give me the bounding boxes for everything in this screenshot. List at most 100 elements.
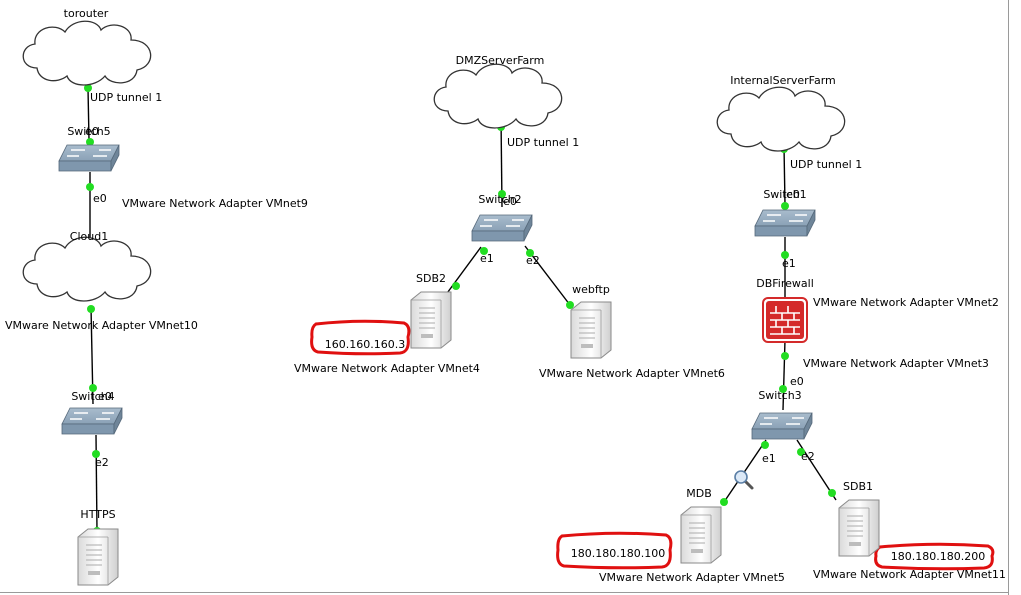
link-switch2-sdb2[interactable]	[441, 246, 482, 301]
cloud-icon	[716, 86, 846, 152]
ip-annotation-sdb2: 160.160.160.3	[310, 319, 411, 356]
node-label: Switch1	[763, 188, 806, 201]
port-label: e2	[526, 254, 540, 267]
port-dot	[566, 301, 574, 309]
port-dot	[526, 249, 534, 257]
node-dbfirewall[interactable]: DBFirewall	[756, 277, 814, 343]
cloud-icon	[433, 63, 563, 129]
node-label: Cloud1	[70, 230, 108, 243]
port-dot	[92, 450, 100, 458]
port-dot	[781, 251, 789, 259]
ip-address-label: 160.160.160.3	[325, 338, 405, 351]
annotation-outline	[310, 319, 411, 356]
node-mdb[interactable]: MDB	[680, 487, 722, 564]
ip-annotation-mdb: 180.180.180.100	[556, 531, 673, 570]
node-switch1[interactable]: Switch1	[754, 188, 816, 237]
magnifier-icon[interactable]	[734, 470, 754, 490]
cloud-icon	[22, 236, 152, 302]
ip-address-label: 180.180.180.200	[891, 550, 985, 563]
cloud-icon	[22, 20, 152, 86]
port-dot	[84, 84, 92, 92]
port-dot	[86, 138, 94, 146]
port-dot	[828, 489, 836, 497]
switch-icon	[61, 407, 123, 435]
annotation-outline	[556, 531, 673, 570]
node-torouter[interactable]: torouter	[22, 7, 152, 86]
port-label: e2	[801, 450, 815, 463]
node-internalserverfarm[interactable]: InternalServerFarm	[716, 74, 846, 152]
annotation-outline	[874, 542, 995, 571]
port-dot	[498, 190, 506, 198]
node-label: webftp	[572, 283, 610, 296]
node-label: DBFirewall	[756, 277, 814, 290]
node-cloud1[interactable]: Cloud1	[22, 230, 152, 302]
node-label: Switch5	[67, 125, 110, 138]
port-dot	[779, 385, 787, 393]
port-label: e1	[762, 452, 776, 465]
port-label: e0	[85, 125, 99, 138]
port-dot	[761, 441, 769, 449]
adapter-label: VMware Network Adapter VMnet11	[813, 568, 1006, 581]
port-dot	[781, 202, 789, 210]
node-label: DMZServerFarm	[456, 54, 545, 67]
node-switch5[interactable]: Switch5	[58, 125, 120, 172]
node-label: Switch2	[478, 193, 521, 206]
port-label: e2	[95, 456, 109, 469]
tunnel-label: UDP tunnel 1	[507, 136, 579, 149]
adapter-label: VMware Network Adapter VMnet10	[5, 319, 198, 332]
node-label: HTTPS	[80, 508, 115, 521]
node-https[interactable]: HTTPS	[77, 508, 119, 586]
server-icon	[77, 528, 119, 586]
node-dmzserverfarm[interactable]: DMZServerFarm	[433, 54, 563, 129]
node-sdb1[interactable]: SDB1	[838, 480, 880, 557]
node-label: Switch3	[758, 389, 801, 402]
adapter-label: VMware Network Adapter VMnet6	[539, 367, 725, 380]
switch-icon	[58, 144, 120, 172]
node-label: Switch4	[71, 390, 114, 403]
node-label: torouter	[64, 7, 109, 20]
port-dot	[89, 384, 97, 392]
switch-icon	[754, 209, 816, 237]
firewall-icon	[762, 297, 808, 343]
port-dot	[781, 352, 789, 360]
port-label: e0	[93, 192, 107, 205]
port-dot	[87, 305, 95, 313]
switch-icon	[751, 412, 813, 440]
port-dot	[480, 247, 488, 255]
node-label: InternalServerFarm	[730, 74, 836, 87]
link-torouter-switch5[interactable]	[87, 87, 90, 141]
server-icon	[680, 506, 722, 564]
port-label: e1	[480, 252, 494, 265]
links-layer	[84, 84, 837, 535]
adapter-label: VMware Network Adapter VMnet5	[599, 571, 785, 584]
port-dot	[720, 498, 728, 506]
ip-annotation-sdb1: 180.180.180.200	[874, 542, 995, 571]
node-switch3[interactable]: Switch3	[751, 389, 813, 440]
port-label: e0	[503, 195, 517, 208]
adapter-label: VMware Network Adapter VMnet2	[813, 296, 999, 309]
node-label: MDB	[686, 487, 712, 500]
node-switch4[interactable]: Switch4	[61, 390, 123, 435]
node-switch2[interactable]: Switch2	[471, 193, 533, 242]
adapter-label: VMware Network Adapter VMnet9	[122, 197, 308, 210]
port-dot	[452, 282, 460, 290]
link-dbfirewall-switch3[interactable]	[782, 339, 786, 411]
switch-icon	[471, 214, 533, 242]
node-webftp[interactable]: webftp	[570, 283, 612, 359]
server-icon	[838, 499, 880, 557]
tunnel-label: UDP tunnel 1	[90, 91, 162, 104]
server-icon	[570, 301, 612, 359]
adapter-label: VMware Network Adapter VMnet4	[294, 362, 480, 375]
annotations-layer: 160.160.160.3 180.180.180.100 180.180.180.…	[310, 319, 995, 571]
port-label: e0	[786, 188, 800, 201]
server-icon	[410, 291, 452, 349]
port-label: e0	[790, 375, 804, 388]
port-dot	[86, 183, 94, 191]
adapter-label: VMware Network Adapter VMnet3	[803, 357, 989, 370]
node-sdb2[interactable]: SDB2	[410, 272, 452, 349]
link-internalserverfarm-switch1[interactable]	[783, 145, 786, 206]
tunnel-label: UDP tunnel 1	[790, 158, 862, 171]
